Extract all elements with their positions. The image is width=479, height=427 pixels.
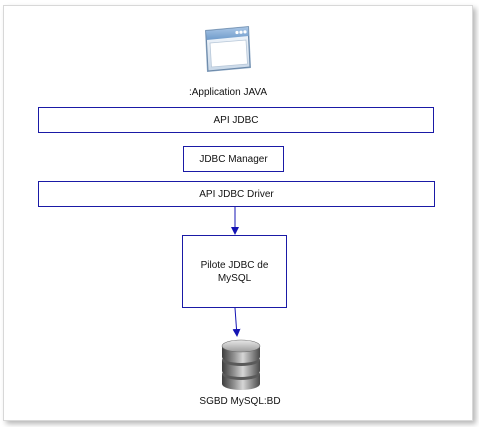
application-label: :Application JAVA (188, 87, 267, 98)
api-jdbc-driver-label: API JDBC Driver (199, 188, 274, 200)
application-window-icon (201, 24, 253, 76)
api-jdbc-label: API JDBC (213, 114, 259, 126)
mysql-driver-label: Pilote JDBC de MySQL (200, 259, 269, 284)
api-jdbc-box: API JDBC (38, 107, 434, 133)
api-jdbc-driver-box: API JDBC Driver (38, 181, 435, 207)
database-label: SGBD MySQL:BD (199, 396, 281, 407)
jdbc-manager-label: JDBC Manager (199, 153, 268, 165)
jdbc-manager-box: JDBC Manager (183, 146, 284, 172)
mysql-driver-box: Pilote JDBC de MySQL (182, 235, 287, 308)
database-cylinder-icon (219, 338, 263, 392)
pilote-to-database-arrow (232, 307, 241, 337)
